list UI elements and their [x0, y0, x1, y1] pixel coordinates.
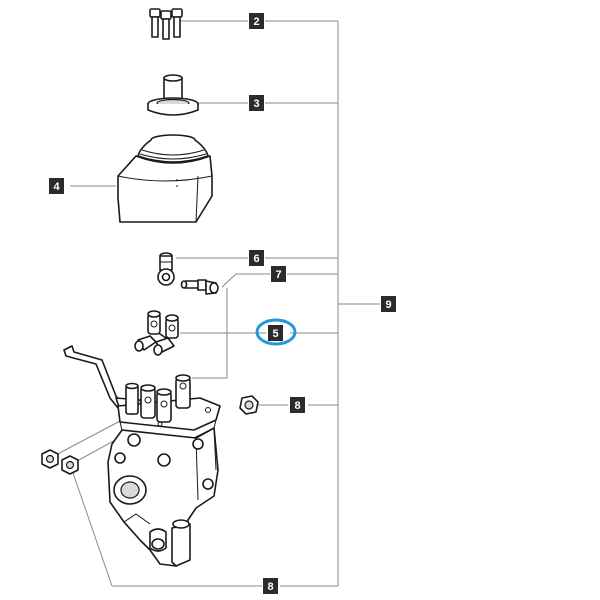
callout-8-upper[interactable]: 8 — [290, 397, 305, 413]
highlight-ring — [255, 318, 297, 346]
callout-6[interactable]: 6 — [249, 250, 264, 266]
nuts-lower-part-8 — [41, 449, 79, 475]
bolts-part-2 — [149, 8, 183, 40]
callout-9[interactable]: 9 — [381, 296, 396, 312]
callout-4[interactable]: 4 — [49, 178, 64, 194]
callout-7-text: 7 — [275, 269, 281, 281]
nut-upper-part-8 — [239, 395, 259, 415]
shaft-seal-part-3 — [147, 74, 199, 116]
rod-end-part-6 — [157, 252, 175, 286]
pin-part-7 — [180, 279, 219, 295]
leader-lines — [49, 20, 380, 587]
callout-6-text: 6 — [253, 253, 259, 265]
callout-7[interactable]: 7 — [271, 266, 286, 282]
callout-8-lower[interactable]: 8 — [263, 578, 278, 594]
callout-5[interactable]: 5 — [268, 325, 283, 341]
callout-2[interactable]: 2 — [249, 13, 264, 29]
valve-body — [107, 427, 219, 567]
callout-8-upper-text: 8 — [294, 400, 300, 412]
callout-5-text: 5 — [272, 328, 278, 340]
callout-2-text: 2 — [253, 16, 259, 28]
callout-3[interactable]: 3 — [249, 95, 264, 111]
callout-9-text: 9 — [385, 299, 391, 311]
callout-3-text: 3 — [253, 98, 259, 110]
spool-plungers — [125, 374, 191, 423]
clevis-pair-part-5 — [134, 310, 179, 356]
boot-housing-part-4 — [117, 134, 213, 223]
callout-4-text: 4 — [53, 181, 60, 193]
callout-8-lower-text: 8 — [267, 581, 273, 593]
